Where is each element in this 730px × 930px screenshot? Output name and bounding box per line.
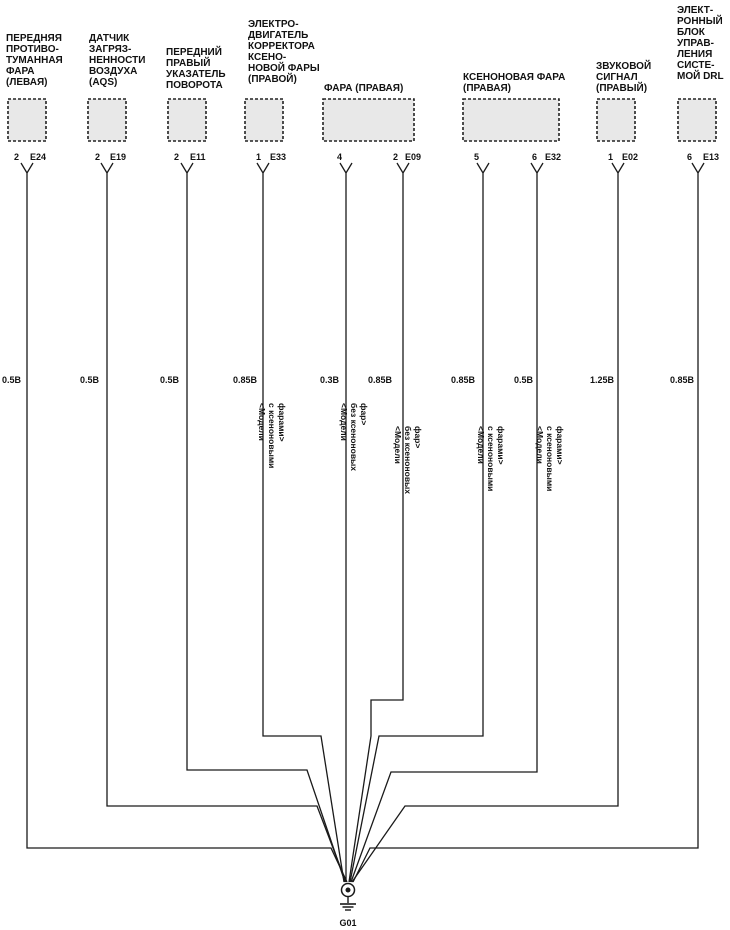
note-e09-2: <Модели без ксеноновых фар> — [393, 426, 423, 496]
ground-terminal-center — [345, 887, 351, 893]
box-fog-left — [7, 98, 47, 142]
ground-g01: G01 — [339, 882, 357, 928]
wire-e32-6 — [350, 162, 544, 883]
pin-e09-4: 4 — [337, 152, 342, 162]
label-headlamp-right: ФАРА (ПРАВАЯ) — [324, 83, 403, 94]
pin-e13: 6 — [687, 152, 692, 162]
box-xenon-right — [462, 98, 560, 142]
wire-size-e33: 0.85B — [233, 375, 258, 385]
connector-e24: E24 — [30, 152, 46, 162]
connector-e33: E33 — [270, 152, 286, 162]
note-e32-6: <Модели с ксеноновыми фарами> — [535, 426, 565, 494]
label-horn-right: ЗВУКОВОЙ СИГНАЛ (ПРАВЫЙ) — [596, 59, 654, 94]
connector-e09: E09 — [405, 152, 421, 162]
component-labels: ПЕРЕДНЯЯ ПРОТИВО- ТУМАННАЯ ФАРА (ЛЕВАЯ) … — [6, 5, 726, 94]
note-e32-5: <Модели с ксеноновыми фарами> — [476, 426, 506, 494]
model-notes: <Модели с ксеноновыми фарами> <Модели бе… — [257, 403, 565, 496]
wires — [20, 162, 705, 883]
wire-size-e32-5: 0.85B — [451, 375, 476, 385]
box-headlamp-right — [322, 98, 415, 142]
pin-e19: 2 — [95, 152, 100, 162]
pin-e09-2: 2 — [393, 152, 398, 162]
wire-e09-2 — [348, 162, 410, 883]
wire-e32-5 — [349, 162, 490, 883]
ground-label: G01 — [339, 918, 356, 928]
pin-e32-5: 5 — [474, 152, 479, 162]
wire-size-e19: 0.5B — [80, 375, 100, 385]
pin-e33: 1 — [256, 152, 261, 162]
wire-size-e11: 0.5B — [160, 375, 180, 385]
wire-size-e24: 0.5B — [2, 375, 22, 385]
pin-e11: 2 — [174, 152, 179, 162]
box-leveler-motor — [244, 98, 284, 142]
component-boxes — [7, 98, 717, 142]
label-drl-unit: ЭЛЕКТ- РОННЫЙ БЛОК УПРАВ- ЛЕНИЯ СИСТЕ- М… — [677, 5, 726, 82]
note-e33: <Модели с ксеноновыми фарами> — [257, 403, 287, 471]
label-aqs: ДАТЧИК ЗАГРЯЗ- НЕННОСТИ ВОЗДУХА (AQS) — [89, 33, 148, 88]
label-fog-left: ПЕРЕДНЯЯ ПРОТИВО- ТУМАННАЯ ФАРА (ЛЕВАЯ) — [6, 33, 66, 88]
wire-size-e09-2: 0.85B — [368, 375, 393, 385]
pin-e32-6: 6 — [532, 152, 537, 162]
wire-e19 — [100, 162, 347, 883]
pin-numbers: 2 2 2 1 4 2 5 6 1 6 — [14, 152, 692, 162]
connector-e02: E02 — [622, 152, 638, 162]
wire-e02 — [351, 162, 625, 883]
wire-size-e09-4: 0.3B — [320, 375, 340, 385]
connector-e19: E19 — [110, 152, 126, 162]
box-turn-right — [167, 98, 207, 142]
wire-e33 — [256, 162, 345, 883]
wire-e09-4 — [339, 162, 353, 882]
connector-ids: E24 E19 E11 E33 E09 E32 E02 E13 — [30, 152, 719, 162]
wire-e11 — [180, 162, 346, 883]
box-aqs — [87, 98, 127, 142]
label-turn-right: ПЕРЕДНИЙ ПРАВЫЙ УКАЗАТЕЛЬ ПОВОРОТА — [166, 45, 228, 91]
connector-e32: E32 — [545, 152, 561, 162]
wire-size-e32-6: 0.5B — [514, 375, 534, 385]
note-e09-4: <Модели без ксеноновых фар> — [339, 403, 369, 473]
wire-size-e02: 1.25B — [590, 375, 615, 385]
pin-e24: 2 — [14, 152, 19, 162]
label-leveler-motor: ЭЛЕКТРО- ДВИГАТЕЛЬ КОРРЕКТОРА КСЕНО- НОВ… — [248, 19, 322, 85]
wire-e13 — [352, 162, 705, 883]
box-drl-unit — [677, 98, 717, 142]
connector-e13: E13 — [703, 152, 719, 162]
box-horn-right — [596, 98, 636, 142]
label-xenon-right: КСЕНОНОВАЯ ФАРА (ПРАВАЯ) — [463, 72, 568, 94]
connector-e11: E11 — [190, 152, 206, 162]
wire-sizes: 0.5B 0.5B 0.5B 0.85B 0.3B 0.85B 0.85B 0.… — [2, 375, 695, 385]
pin-e02: 1 — [608, 152, 613, 162]
wire-size-e13: 0.85B — [670, 375, 695, 385]
wire-e24 — [20, 162, 348, 883]
